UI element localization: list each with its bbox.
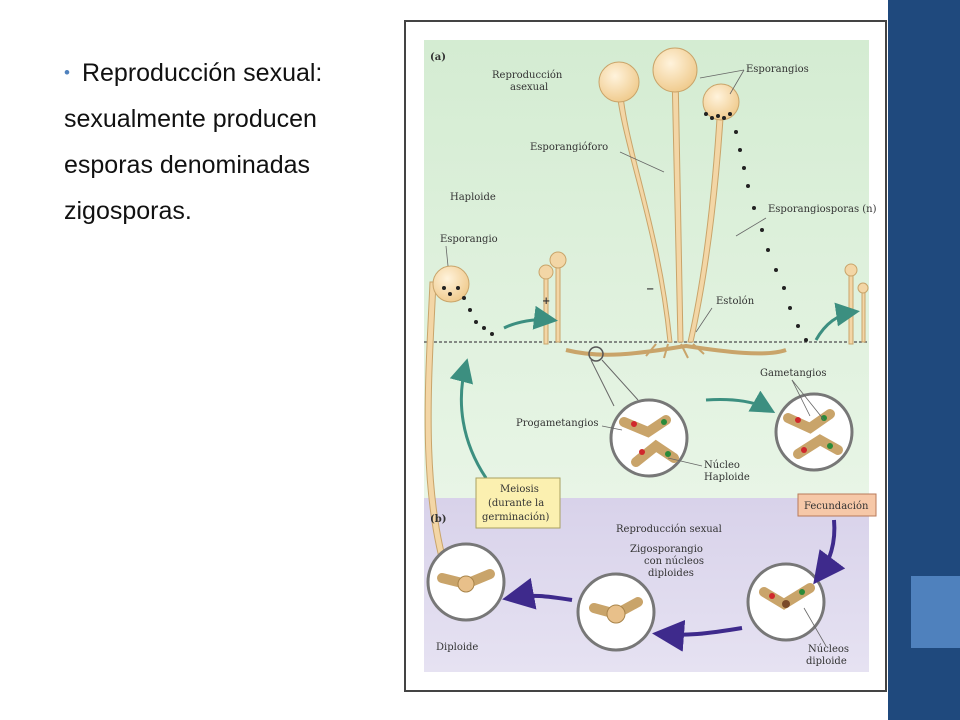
zoom-line-2 xyxy=(601,359,639,401)
leader-lines xyxy=(445,69,827,647)
body-line-3: zigosporas. xyxy=(64,197,192,225)
arrow-spore-germination-2 xyxy=(814,302,860,341)
label-nucleo-2: Haploide xyxy=(704,472,750,483)
sporangium-1 xyxy=(598,61,640,103)
label-asexual-1: Reproducción xyxy=(492,70,563,81)
meiosis-box xyxy=(475,477,561,529)
text-block: • Reproducción sexual: sexualmente produ… xyxy=(64,50,384,234)
life-cycle-diagram: (a) (b) Reproducción asexual Esporangios… xyxy=(424,40,877,672)
arrow-to-zygosporangium xyxy=(652,619,743,652)
label-zigo-3: diploides xyxy=(648,568,694,579)
accent-block xyxy=(911,576,960,648)
sporangium-2 xyxy=(652,47,698,93)
label-esporangiosporas: Esporangiosporas (n) xyxy=(768,204,877,215)
label-sexual: Reproducción sexual xyxy=(616,524,722,535)
body-line-2: esporas denominadas xyxy=(64,151,310,179)
label-asexual-2: asexual xyxy=(510,82,548,93)
arrow-meiosis xyxy=(449,358,488,479)
panel-a-letter: (a) xyxy=(430,52,446,63)
life-cycle-figure: (a) (b) Reproducción asexual Esporangios… xyxy=(404,20,887,692)
label-esporangioforo: Esporangióforo xyxy=(530,142,608,153)
germinating-zygospore xyxy=(457,575,475,593)
nuclei xyxy=(631,415,833,608)
body-line-1: sexualmente producen xyxy=(64,105,317,133)
label-estolon: Estolón xyxy=(716,296,755,307)
fecundacion-box xyxy=(797,493,877,517)
label-meiosis-3: germinación) xyxy=(482,512,549,523)
bullet-icon: • xyxy=(64,63,70,82)
label-fecundacion: Fecundación xyxy=(804,501,869,512)
arrow-fecundation xyxy=(813,519,846,585)
label-nucleos-d-2: diploide xyxy=(806,656,847,667)
zoom-line-1 xyxy=(590,359,615,407)
arrow-to-germination xyxy=(502,577,573,610)
label-esporangio: Esporangio xyxy=(440,234,498,245)
spores xyxy=(442,112,808,342)
label-diploide: Diploide xyxy=(436,642,478,653)
label-nucleos-d-1: Núcleos xyxy=(808,644,849,655)
zygosporangium xyxy=(606,604,626,624)
label-meiosis-1: Meiosis xyxy=(500,484,539,495)
bullet-line: • Reproducción sexual: xyxy=(64,50,384,96)
label-plus: + xyxy=(542,296,550,307)
label-minus: − xyxy=(646,284,654,295)
bullet-heading: Reproducción sexual: xyxy=(81,59,323,87)
panel-b-letter: (b) xyxy=(430,514,446,525)
label-meiosis-2: (durante la xyxy=(488,498,544,509)
sporangium-3 xyxy=(702,83,740,121)
young-sporangiophores xyxy=(538,251,869,345)
label-nucleo-1: Núcleo xyxy=(704,460,740,471)
label-zigo-2: con núcleos xyxy=(644,556,704,567)
arrow-spore-germination xyxy=(503,305,558,330)
arrow-to-gametangia xyxy=(705,390,776,413)
label-zigo-1: Zigosporangio xyxy=(630,544,703,555)
label-progametangios: Progametangios xyxy=(516,418,598,429)
label-gametangios: Gametangios xyxy=(760,368,827,379)
sporangium-left xyxy=(432,265,470,303)
label-esporangios: Esporangios xyxy=(746,64,809,75)
stolon xyxy=(565,343,787,357)
label-haploide: Haploide xyxy=(450,192,496,203)
zoom-marker xyxy=(588,346,604,362)
